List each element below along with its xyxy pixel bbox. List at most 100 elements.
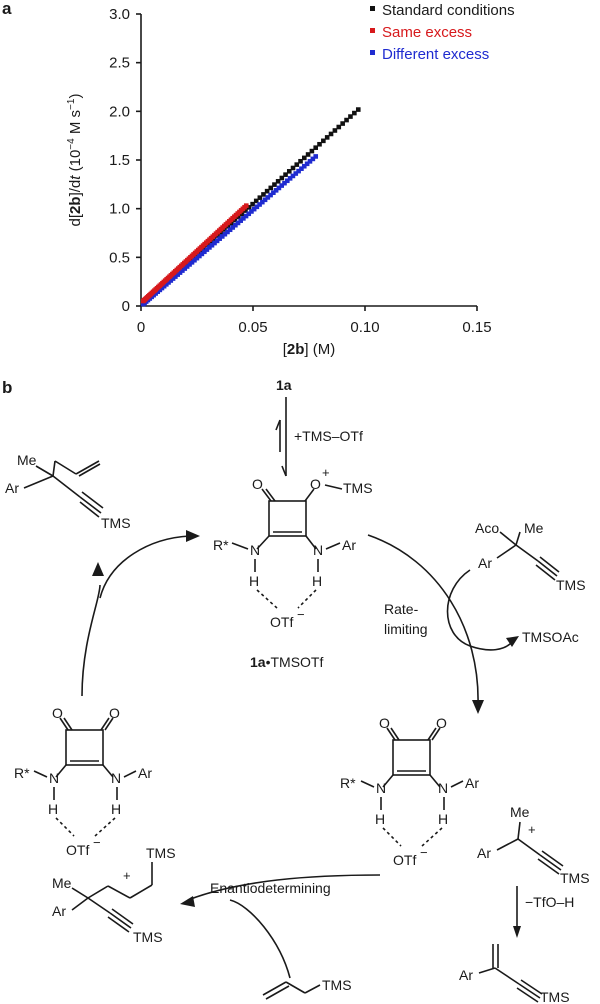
data-point <box>282 180 287 186</box>
data-point <box>219 234 225 239</box>
data-point <box>321 138 326 144</box>
right-n2: N <box>438 780 448 796</box>
silyl-plus: + <box>123 868 131 883</box>
data-point <box>207 245 212 250</box>
panel-a-label: a <box>2 0 12 18</box>
left-n1: N <box>49 770 59 786</box>
y-tick-label: 0 <box>122 298 130 315</box>
cation-me: Me <box>510 804 530 820</box>
ar: Ar <box>342 537 356 553</box>
product-tms: TMS <box>101 515 131 531</box>
data-point <box>305 152 311 157</box>
data-point <box>249 209 254 214</box>
data-point <box>268 185 274 191</box>
data-point <box>227 227 233 233</box>
catalyst-right: O O N N R* Ar H H OTf − <box>340 715 479 868</box>
product-me: Me <box>17 452 37 468</box>
legend-same: Same excess <box>382 24 472 41</box>
data-point <box>257 202 262 207</box>
data-point <box>265 195 271 200</box>
legend-different: Different excess <box>382 46 489 63</box>
byproduct-tmsoac: TMSOAc <box>522 629 579 645</box>
substrate-ar: Ar <box>478 555 492 571</box>
data-point <box>197 253 202 259</box>
allyl-tms: TMS <box>262 977 352 1000</box>
catalyst-activation: 1a +TMS–OTf <box>275 377 363 477</box>
cation-plus: + <box>528 822 536 837</box>
data-point <box>317 141 322 147</box>
tfoh-label: −TfO–H <box>525 894 574 910</box>
enyne-product: Ar TMS <box>459 944 570 1004</box>
data-point <box>189 260 195 265</box>
data-point <box>313 145 318 150</box>
silyl-tms-bottom: TMS <box>133 929 163 945</box>
data-point <box>296 168 301 174</box>
x-tick-label: 0.10 <box>350 319 379 336</box>
data-point <box>332 128 338 133</box>
r-star: R* <box>213 537 229 553</box>
y-axis-title: d[2b]/dt (10−4 M s−1) <box>66 94 84 227</box>
right-h1: H <box>375 811 385 827</box>
cation-ar: Ar <box>477 845 491 861</box>
data-point <box>309 148 315 154</box>
data-point <box>246 205 252 210</box>
cation-tms: TMS <box>560 870 590 886</box>
left-n2: N <box>111 770 121 786</box>
data-point <box>209 242 215 248</box>
data-point <box>272 182 277 187</box>
data-point <box>254 204 260 210</box>
data-point <box>251 206 257 212</box>
h-left: H <box>249 573 259 589</box>
cycle-arrows <box>81 530 519 979</box>
data-point <box>180 268 185 273</box>
carbonyl-o: O <box>252 476 263 492</box>
complex-1a-tmsotf: O O + TMS N N R* Ar H H OTf − 1a•TMSOTf <box>213 465 373 670</box>
left-otf: OTf <box>66 842 89 858</box>
right-rstar: R* <box>340 775 356 791</box>
legend-marker-different <box>370 50 375 55</box>
x-tick-label: 0.05 <box>238 319 267 336</box>
data-point <box>290 173 296 179</box>
oxonium-plus: + <box>322 465 330 480</box>
data-point <box>279 175 285 181</box>
data-point <box>355 107 361 112</box>
catalyst-left: O O N N R* Ar H H OTf − <box>14 705 152 858</box>
data-point <box>286 169 292 174</box>
data-point <box>284 178 290 184</box>
data-point <box>271 190 276 196</box>
data-point <box>348 114 353 119</box>
y-tick-label: 1.5 <box>109 152 130 169</box>
right-otf: OTf <box>393 852 416 868</box>
right-n1: N <box>376 780 386 796</box>
otf-minus: − <box>297 607 305 622</box>
data-point <box>243 208 248 213</box>
data-point <box>184 264 190 269</box>
allyl-tms-label: TMS <box>322 977 352 993</box>
data-point <box>199 251 205 257</box>
data-point <box>241 216 246 221</box>
n-left: N <box>250 542 260 558</box>
left-o1: O <box>52 705 63 721</box>
data-point <box>273 188 279 193</box>
data-point <box>243 213 249 219</box>
data-point <box>264 188 270 194</box>
enyne-ar: Ar <box>459 967 473 983</box>
data-point <box>352 110 357 116</box>
data-point <box>238 218 243 223</box>
otf: OTf <box>270 614 293 630</box>
data-point <box>340 121 345 126</box>
reagent-tmsotf: +TMS–OTf <box>294 428 363 444</box>
data-point <box>287 176 293 181</box>
h-right: H <box>312 573 322 589</box>
legend-marker-standard <box>370 6 375 11</box>
data-point <box>177 270 183 275</box>
data-point <box>304 161 310 167</box>
y-tick-label: 2.5 <box>109 55 130 72</box>
oxonium-o: O <box>310 476 321 492</box>
data-point <box>225 229 230 235</box>
data-point <box>204 247 210 252</box>
right-otf-minus: − <box>420 845 428 860</box>
